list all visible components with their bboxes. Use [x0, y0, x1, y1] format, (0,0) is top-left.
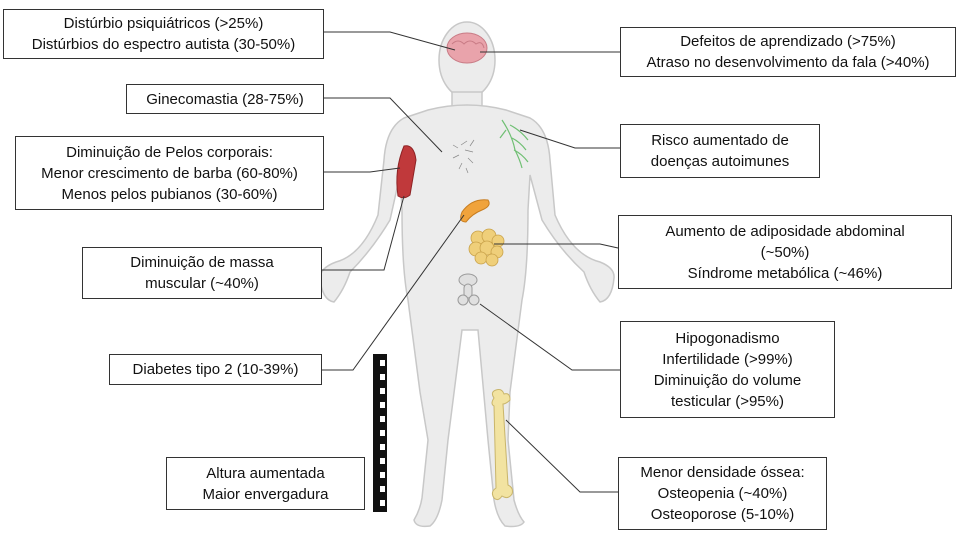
autoimmune-box: Risco aumentado de doenças autoimunes	[620, 124, 820, 178]
body-hair-line-2: Menor crescimento de barba (60-80%)	[41, 164, 298, 182]
chest-hair-icon	[452, 139, 475, 174]
height-box: Altura aumentada Maior envergadura	[166, 457, 365, 510]
genitals-icon	[457, 273, 480, 306]
muscle-line-2: muscular (~40%)	[145, 275, 259, 292]
hypogonadism-box: Hipogonadismo Infertilidade (>99%) Dimin…	[620, 321, 835, 418]
connector-lines	[322, 31, 620, 493]
autoimmune-line-2: doenças autoimunes	[650, 153, 790, 170]
adiposity-line-2: (~50%)	[760, 243, 810, 261]
body-hair-line-1: Diminuição de Pelos corporais:	[66, 143, 273, 161]
muscle-box: Diminuição de massa muscular (~40%)	[82, 247, 322, 299]
learning-line-1: Defeitos de aprendizado (>75%)	[680, 33, 896, 50]
muscle-line-1: Diminuição de massa	[130, 254, 274, 271]
bone-box: Menor densidade óssea: Osteopenia (~40%)…	[618, 457, 827, 530]
hypogonadism-line-4: testicular (>95%)	[671, 392, 784, 410]
height-line-1: Altura aumentada	[206, 464, 325, 482]
height-line-2: Maior envergadura	[202, 485, 329, 503]
body-hair-line-3: Menos pelos pubianos (30-60%)	[61, 185, 278, 203]
body-hair-box: Diminuição de Pelos corporais: Menor cre…	[15, 136, 324, 210]
psychiatric-line-2: Distúrbios do espectro autista (30-50%)	[31, 36, 296, 53]
psychiatric-line-1: Distúrbio psiquiátricos (>25%)	[63, 15, 264, 32]
adiposity-box: Aumento de adiposidade abdominal (~50%) …	[618, 215, 952, 289]
learning-box: Defeitos de aprendizado (>75%) Atraso no…	[620, 27, 956, 77]
bone-icon	[491, 389, 513, 501]
adiposity-line-1: Aumento de adiposidade abdominal	[665, 222, 905, 240]
height-ruler-icon	[373, 354, 387, 512]
gynecomastia-box: Ginecomastia (28-75%)	[126, 84, 324, 114]
pancreas-icon	[460, 199, 490, 223]
arm-muscle-icon	[396, 145, 417, 199]
psychiatric-box: Distúrbio psiquiátricos (>25%) Distúrbio…	[3, 9, 324, 59]
hypogonadism-line-3: Diminuição do volume	[653, 371, 802, 389]
nerves-icon	[499, 119, 529, 169]
bone-line-2: Osteopenia (~40%)	[657, 485, 788, 502]
brain-icon	[446, 32, 488, 64]
hypogonadism-line-1: Hipogonadismo	[675, 329, 780, 347]
gynecomastia-line-1: Ginecomastia (28-75%)	[146, 90, 304, 108]
adiposity-line-3: Síndrome metabólica (~46%)	[687, 264, 883, 282]
bone-line-1: Menor densidade óssea:	[640, 464, 805, 481]
autoimmune-line-1: Risco aumentado de	[651, 132, 789, 149]
learning-line-2: Atraso no desenvolvimento da fala (>40%)	[646, 54, 930, 71]
bone-line-3: Osteoporose (5-10%)	[650, 506, 795, 523]
hypogonadism-line-2: Infertilidade (>99%)	[662, 350, 793, 368]
diabetes-line-1: Diabetes tipo 2 (10-39%)	[132, 361, 299, 378]
diabetes-box: Diabetes tipo 2 (10-39%)	[109, 354, 322, 385]
